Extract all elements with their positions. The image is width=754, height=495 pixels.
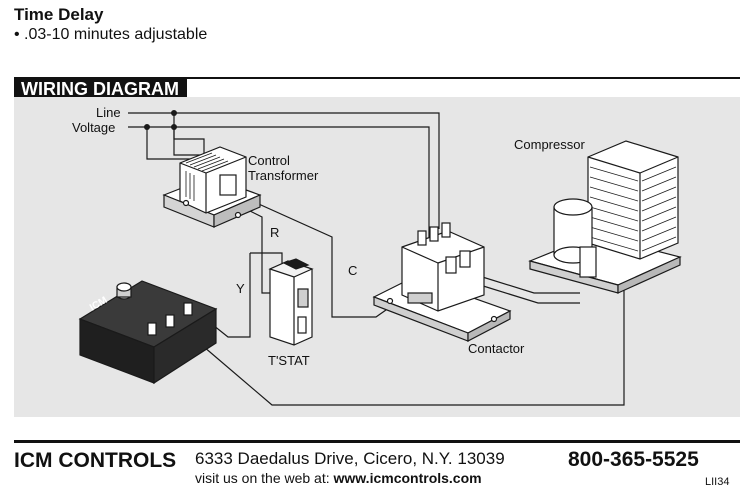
label-compressor: Compressor <box>514 137 585 152</box>
compressor-unit <box>528 140 682 294</box>
label-control: Control <box>248 153 290 168</box>
label-voltage: Voltage <box>72 120 115 135</box>
wiring-diagram: ICM <box>14 97 740 417</box>
control-transformer <box>162 146 262 228</box>
time-delay-relay <box>78 280 218 385</box>
footer-rule <box>14 440 740 443</box>
label-r: R <box>270 225 279 240</box>
label-c: C <box>348 263 357 278</box>
wire-contactor-compressor-2 <box>479 284 580 304</box>
footer-web-link[interactable]: www.icmcontrols.com <box>333 470 482 486</box>
section-header: WIRING DIAGRAM <box>14 77 740 99</box>
wire-y <box>207 253 251 338</box>
junction-dots <box>144 110 177 130</box>
footer-phone: 800-365-5525 <box>568 448 699 471</box>
label-tstat: T'STAT <box>268 353 310 368</box>
label-line: Line <box>96 105 121 120</box>
thermostat <box>268 258 314 346</box>
footer-company: ICM CONTROLS <box>14 449 177 472</box>
section-header-title: WIRING DIAGRAM <box>14 79 187 99</box>
label-contactor: Contactor <box>468 341 525 356</box>
footer-address: 6333 Daedalus Drive, Cicero, N.Y. 13039 <box>195 449 505 468</box>
line-voltage-wire-1 <box>128 112 440 229</box>
footer-web-prefix: visit us on the web at: <box>195 470 334 486</box>
contactor <box>372 222 512 342</box>
footer-web: visit us on the web at: www.icmcontrols.… <box>195 470 482 486</box>
line-voltage-wire-2 <box>128 126 430 237</box>
spec-title: Time Delay <box>14 5 104 24</box>
label-transformer: Transformer <box>248 168 319 183</box>
spec-bullet: • .03-10 minutes adjustable <box>14 26 208 43</box>
label-y: Y <box>236 281 245 296</box>
footer-code: LII34 <box>705 476 730 488</box>
wire-contactor-compressor-1 <box>475 274 580 294</box>
